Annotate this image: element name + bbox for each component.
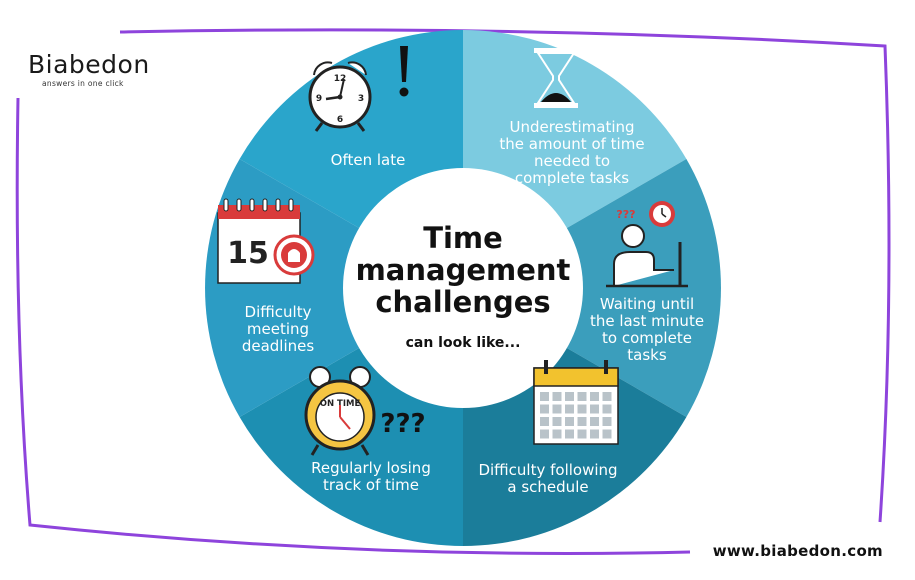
segment-label-line: Difficulty <box>245 303 312 321</box>
calendar-cell <box>565 392 574 401</box>
center-subtitle: can look like... <box>406 335 521 351</box>
segment-label-schedule: Difficulty following a schedule <box>478 461 617 496</box>
segment-label-line: a schedule <box>507 478 588 496</box>
calendar-alarm-icon: 15 <box>217 198 315 284</box>
calendar-cell <box>552 417 562 426</box>
calendar-cell <box>590 392 599 401</box>
exclamation-mark-icon <box>399 46 409 97</box>
calendar-cell <box>590 417 599 426</box>
calendar-cell <box>590 404 599 414</box>
svg-text:3: 3 <box>358 94 364 104</box>
segment-label-line: the amount of time <box>499 135 644 153</box>
segment-label-line: track of time <box>323 476 419 494</box>
calendar-cell <box>565 417 574 426</box>
calendar-cell <box>590 429 599 439</box>
calendar-cell <box>602 417 612 426</box>
segment-label-line: needed to <box>534 152 610 170</box>
svg-text:ON TIME: ON TIME <box>320 399 361 409</box>
alarm-clock-icon: 12 3 6 9 <box>308 61 372 132</box>
logo-tagline: answers in one click <box>42 79 124 88</box>
hourglass-icon <box>534 48 578 108</box>
segment-label-losing-track: Regularly losing track of time <box>311 459 431 494</box>
center-title-line-3: challenges <box>375 285 550 319</box>
center-circle <box>343 168 583 408</box>
calendar-ring <box>223 198 229 212</box>
segment-label-line: complete tasks <box>515 169 629 187</box>
brand-logo: Biabedon answers in one click <box>28 50 168 89</box>
svg-text:15: 15 <box>227 236 269 271</box>
calendar-cell <box>565 404 574 414</box>
calendar-cell <box>552 404 562 414</box>
calendar-cell <box>577 417 587 426</box>
calendar-cell <box>552 429 562 439</box>
segment-label-waiting: Waiting until the last minute to complet… <box>590 295 704 364</box>
segment-label-line: Often late <box>331 151 406 169</box>
svg-text:6: 6 <box>337 115 343 125</box>
calendar-cell <box>577 404 587 414</box>
segment-label-line: Regularly losing <box>311 459 431 477</box>
svg-text:???: ??? <box>616 208 635 221</box>
calendar-ring <box>288 198 294 212</box>
calendar-icon <box>533 360 619 445</box>
segment-label-line: to complete <box>602 329 692 347</box>
center-title-line-1: Time <box>423 221 503 255</box>
svg-text:12: 12 <box>334 74 347 84</box>
calendar-cell <box>602 404 612 414</box>
question-marks-icon: ??? <box>380 409 425 439</box>
calendar-cell <box>540 392 549 401</box>
calendar-cell <box>552 392 562 401</box>
website-url[interactable]: www.biabedon.com <box>712 542 883 560</box>
center-title-line-2: management <box>356 253 571 287</box>
segment-label-line: Difficulty following <box>478 461 617 479</box>
segment-label-line: tasks <box>627 346 667 364</box>
segment-label-deadlines: Difficulty meeting deadlines <box>242 303 315 355</box>
logo-text: Biabedon <box>28 50 150 79</box>
svg-text:9: 9 <box>316 94 322 104</box>
calendar-cell <box>577 429 587 439</box>
segment-label-line: Waiting until <box>600 295 694 313</box>
calendar-cell <box>540 429 549 439</box>
calendar-cell <box>540 417 549 426</box>
calendar-ring <box>249 198 255 212</box>
segment-label-underestimating: Underestimating the amount of time neede… <box>499 118 644 187</box>
segment-label-often-late: Often late <box>331 151 406 169</box>
calendar-cell <box>577 392 587 401</box>
calendar-cell <box>540 404 549 414</box>
calendar-ring <box>236 198 242 212</box>
segment-label-line: Underestimating <box>509 118 634 136</box>
segment-label-line: meeting <box>247 320 309 338</box>
calendar-ring <box>275 198 281 212</box>
on-time-clock-icon: ON TIME <box>304 366 376 456</box>
person-at-computer-icon: ??? <box>606 201 688 288</box>
calendar-cell <box>602 392 612 401</box>
segment-label-line: deadlines <box>242 337 315 355</box>
calendar-cell <box>565 429 574 439</box>
calendar-cell <box>602 429 612 439</box>
calendar-ring <box>262 198 268 212</box>
segment-label-line: the last minute <box>590 312 704 330</box>
